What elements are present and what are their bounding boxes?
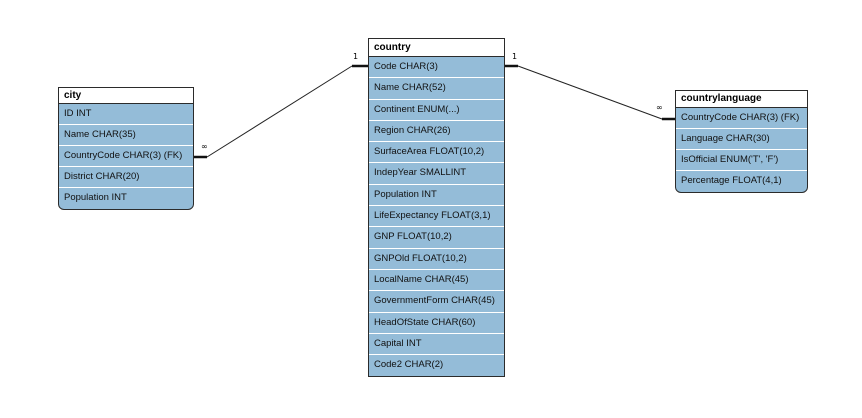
field-row: Code CHAR(3) <box>369 57 504 79</box>
cardinality-countrylanguage-many: ∞ <box>656 103 663 112</box>
field-row: Population INT <box>64 192 127 203</box>
entity-country-title: country <box>369 39 504 57</box>
cardinality-country-one-left: 1 <box>353 52 359 61</box>
field-row: Name CHAR(52) <box>369 78 504 100</box>
field-row: GovernmentForm CHAR(45) <box>369 291 504 313</box>
field-row: SurfaceArea FLOAT(10,2) <box>369 142 504 164</box>
field-row: Population INT <box>369 185 504 207</box>
field-row: Code2 CHAR(2) <box>374 359 444 371</box>
entity-countrylanguage[interactable]: countrylanguage CountryCode CHAR(3) (FK)… <box>675 90 808 193</box>
field-row: GNP FLOAT(10,2) <box>369 227 504 249</box>
relationship-line-city-country <box>206 65 353 158</box>
entity-city-fields: ID INT Name CHAR(35) CountryCode CHAR(3)… <box>59 104 193 209</box>
field-row: IsOfficial ENUM('T', 'F') <box>676 150 807 171</box>
entity-countrylanguage-title: countrylanguage <box>676 91 807 108</box>
field-row: Region CHAR(26) <box>369 121 504 143</box>
entity-city-title: city <box>59 88 193 104</box>
field-row: Name CHAR(35) <box>59 125 193 146</box>
cardinality-country-one-right: 1 <box>512 52 518 61</box>
field-row: CountryCode CHAR(3) (FK) <box>676 108 807 129</box>
entity-country-fields: Code CHAR(3) Name CHAR(52) Continent ENU… <box>369 57 504 376</box>
entity-city[interactable]: city ID INT Name CHAR(35) CountryCode CH… <box>58 87 194 210</box>
field-row: District CHAR(20) <box>59 167 193 188</box>
field-row: HeadOfState CHAR(60) <box>369 313 504 334</box>
field-row: ID INT <box>59 104 193 125</box>
field-row: Continent ENUM(...) <box>369 100 504 121</box>
field-row: CountryCode CHAR(3) (FK) <box>59 146 193 167</box>
field-row: Capital INT <box>369 334 504 356</box>
field-row: LifeExpectancy FLOAT(3,1) <box>369 206 504 228</box>
field-row: IndepYear SMALLINT <box>369 163 504 185</box>
entity-countrylanguage-fields: CountryCode CHAR(3) (FK) Language CHAR(3… <box>676 108 807 192</box>
field-row: LocalName CHAR(45) <box>369 270 504 292</box>
relationship-line-countrylanguage-country <box>517 65 663 120</box>
field-row: GNPOld FLOAT(10,2) <box>369 249 504 270</box>
entity-country[interactable]: country Code CHAR(3) Name CHAR(52) Conti… <box>368 38 505 378</box>
field-row: Language CHAR(30) <box>676 129 807 150</box>
cardinality-city-many: ∞ <box>201 142 208 151</box>
field-row: Percentage FLOAT(4,1) <box>681 175 782 186</box>
